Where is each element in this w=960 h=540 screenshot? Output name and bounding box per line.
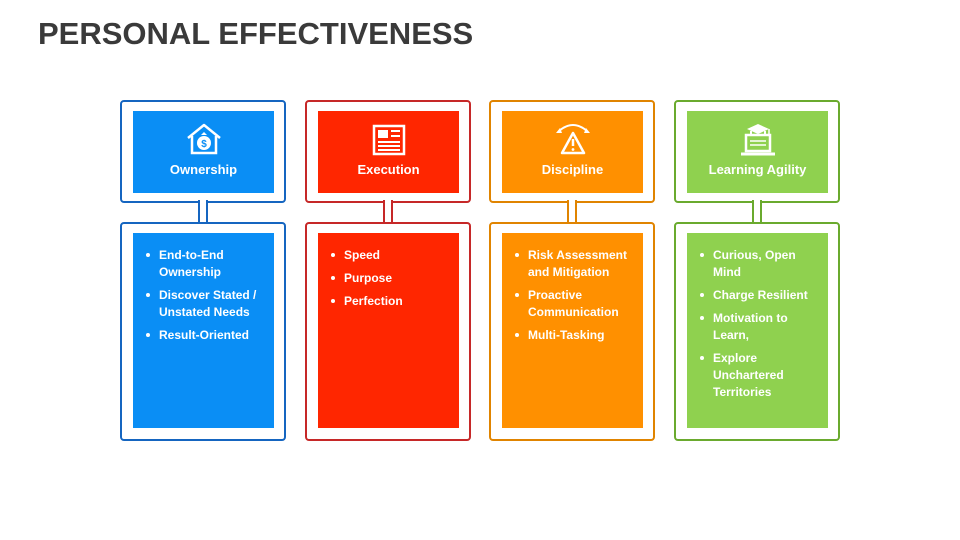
list-item: Explore Unchartered Territories [699,350,820,401]
body-fill: Risk Assessment and Mitigation Proactive… [502,233,643,428]
heading-fill: Learning Agility [687,111,828,193]
list-item: Perfection [330,293,451,310]
body-card: End-to-End Ownership Discover Stated / U… [120,222,286,441]
column-learning-agility: Learning Agility Curious, Open Mind Char… [674,100,840,441]
body-fill: Curious, Open Mind Charge Resilient Moti… [687,233,828,428]
heading-card: Execution [305,100,471,203]
house-money-icon: $ [186,123,221,155]
heading-card: Discipline [489,100,655,203]
bullet-list: End-to-End Ownership Discover Stated / U… [145,247,266,350]
column-ownership: $ Ownership End-to-End Ownership Discove… [120,100,286,441]
column-execution: Execution Speed Purpose Perfection [305,100,471,441]
bullet-list: Risk Assessment and Mitigation Proactive… [514,247,635,350]
list-item: Result-Oriented [145,327,266,344]
graduation-laptop-icon [740,124,775,156]
list-item: End-to-End Ownership [145,247,266,281]
list-item: Proactive Communication [514,287,635,321]
connector [752,200,762,224]
connector [198,200,208,224]
heading-label: Learning Agility [708,162,807,177]
heading-fill: Discipline [502,111,643,193]
body-card: Curious, Open Mind Charge Resilient Moti… [674,222,840,441]
list-item: Speed [330,247,451,264]
bullet-list: Curious, Open Mind Charge Resilient Moti… [699,247,820,407]
list-item: Risk Assessment and Mitigation [514,247,635,281]
body-fill: End-to-End Ownership Discover Stated / U… [133,233,274,428]
heading-card: $ Ownership [120,100,286,203]
heading-label: Ownership [169,162,238,177]
heading-fill: Execution [318,111,459,193]
list-item: Motivation to Learn, [699,310,820,344]
list-item: Curious, Open Mind [699,247,820,281]
connector [567,200,577,224]
heading-fill: $ Ownership [133,111,274,193]
body-fill: Speed Purpose Perfection [318,233,459,428]
body-card: Risk Assessment and Mitigation Proactive… [489,222,655,441]
newspaper-icon [372,124,405,156]
heading-label: Discipline [541,162,604,177]
warning-arrows-icon [555,124,590,155]
list-item: Discover Stated / Unstated Needs [145,287,266,321]
heading-card: Learning Agility [674,100,840,203]
page-title: PERSONAL EFFECTIVENESS [38,16,474,51]
list-item: Charge Resilient [699,287,820,304]
svg-text:$: $ [201,139,207,150]
column-discipline: Discipline Risk Assessment and Mitigatio… [489,100,655,441]
connector [383,200,393,224]
body-card: Speed Purpose Perfection [305,222,471,441]
list-item: Purpose [330,270,451,287]
bullet-list: Speed Purpose Perfection [330,247,451,316]
list-item: Multi-Tasking [514,327,635,344]
heading-label: Execution [357,162,420,177]
